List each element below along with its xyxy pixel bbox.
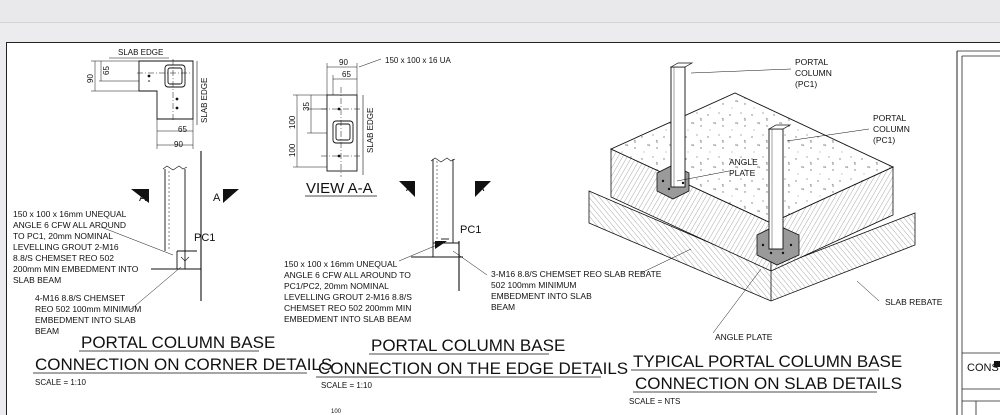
view-aa-dim-35: 35	[302, 102, 311, 111]
edge-detail: A A PC1 150 x 100 x 16mm UNEQUAL ANGLE 6…	[284, 157, 628, 415]
edge-section-a-arrow-left	[399, 181, 415, 197]
drawing-canvas: CONS SLAB EDGE SLAB EDGE 90 65 65 90	[13, 48, 1000, 415]
corner-title-line2: CONNECTION ON CORNER DETAILS	[35, 355, 332, 374]
edge-column-elevation	[411, 157, 463, 291]
edge-partial-dim: 100	[331, 409, 342, 415]
corner-plan-bolts	[147, 74, 179, 110]
view-aa-dim-100a: 100	[288, 115, 297, 129]
title-block: CONS	[956, 50, 1000, 415]
corner-scale: SCALE = 1:10	[35, 378, 86, 387]
corner-note-2: 4-M16 8.8/S CHEMSET REO 502 100mm MINIMU…	[35, 293, 144, 336]
slab-isometric-detail: PORTAL COLUMN (PC1) PORTAL COLUMN (PC1) …	[588, 57, 943, 406]
edge-title-line2: CONNECTION ON THE EDGE DETAILS	[318, 359, 628, 378]
slab-scale: SCALE = NTS	[629, 397, 680, 406]
corner-column-elevation	[151, 151, 202, 301]
edge-scale: SCALE = 1:10	[321, 381, 372, 390]
slab-title-line2: CONNECTION ON SLAB DETAILS	[635, 374, 902, 393]
corner-dim-90-bottom: 90	[174, 140, 183, 149]
edge-title-line1: PORTAL COLUMN BASE	[371, 336, 565, 355]
corner-dim-65-left: 65	[102, 66, 111, 75]
corner-dim-65-bottom: 65	[178, 125, 187, 134]
edge-section-a-right-label: A	[477, 182, 485, 194]
edge-note-2: 3-M16 8.8/S CHEMSET REO 502 100mm MINIMU…	[491, 269, 604, 312]
corner-plan-view	[137, 59, 194, 121]
view-aa-ua-label: 150 x 100 x 16 UA	[385, 56, 451, 65]
slab-rebate-right-label: SLAB REBATE	[885, 297, 943, 307]
view-aa-dim-100b: 100	[288, 143, 297, 157]
view-aa-dim-lines	[293, 58, 382, 168]
corner-dim-lines	[91, 60, 194, 149]
slab-rebate-left-label: SLAB REBATE	[604, 269, 662, 279]
corner-dim-90-left: 90	[86, 74, 95, 83]
portal-column-1	[656, 62, 694, 200]
corner-note-1: 150 x 100 x 16mm UNEQUAL ANGLE 6 CFW ALL…	[13, 209, 141, 285]
portal-column-2	[756, 124, 800, 266]
corner-pc1-label: PC1	[194, 232, 215, 244]
view-aa-slab-edge: SLAB EDGE	[366, 108, 375, 153]
edge-section-a-left-label: A	[406, 182, 414, 194]
section-a-left-label: A	[139, 192, 147, 204]
corner-title-line1: PORTAL COLUMN BASE	[81, 333, 275, 352]
section-a-arrow-left	[131, 189, 149, 203]
edge-weld-mark	[435, 241, 447, 249]
corner-detail: SLAB EDGE SLAB EDGE 90 65 65 90	[13, 48, 332, 387]
view-aa-title: VIEW A-A	[306, 180, 373, 197]
view-aa-dim-65: 65	[342, 70, 351, 79]
slab-title-line1: TYPICAL PORTAL COLUMN BASE	[633, 352, 902, 371]
view-aa-plate	[321, 87, 364, 177]
view-aa-detail: 90 65 150 x 100 x 16 UA 35 100 100 SLAB …	[288, 56, 451, 197]
section-a-right-label: A	[213, 192, 221, 204]
browser-toolbar	[0, 0, 1000, 23]
view-aa-dim-90: 90	[339, 58, 348, 67]
edge-pc1-label: PC1	[460, 224, 481, 236]
slab-edge-side-label: SLAB EDGE	[200, 78, 209, 123]
title-block-text: CONS	[967, 362, 999, 374]
angle-plate-bottom-label: ANGLE PLATE	[715, 332, 773, 342]
edge-section-a-arrow-right	[475, 181, 491, 197]
section-a-arrow-right	[223, 189, 239, 203]
edge-note-1: 150 x 100 x 16mm UNEQUAL ANGLE 6 CFW ALL…	[284, 259, 414, 324]
slab-edge-top-label: SLAB EDGE	[118, 48, 163, 57]
portal-column-1-label: PORTAL COLUMN (PC1)	[795, 57, 834, 89]
angle-plate-top-label: ANGLE PLATE	[729, 157, 760, 178]
portal-column-2-label: PORTAL COLUMN (PC1)	[873, 113, 912, 145]
slab-leaders	[640, 68, 880, 334]
drawing-sheet: CONS SLAB EDGE SLAB EDGE 90 65 65 90	[6, 42, 1000, 415]
